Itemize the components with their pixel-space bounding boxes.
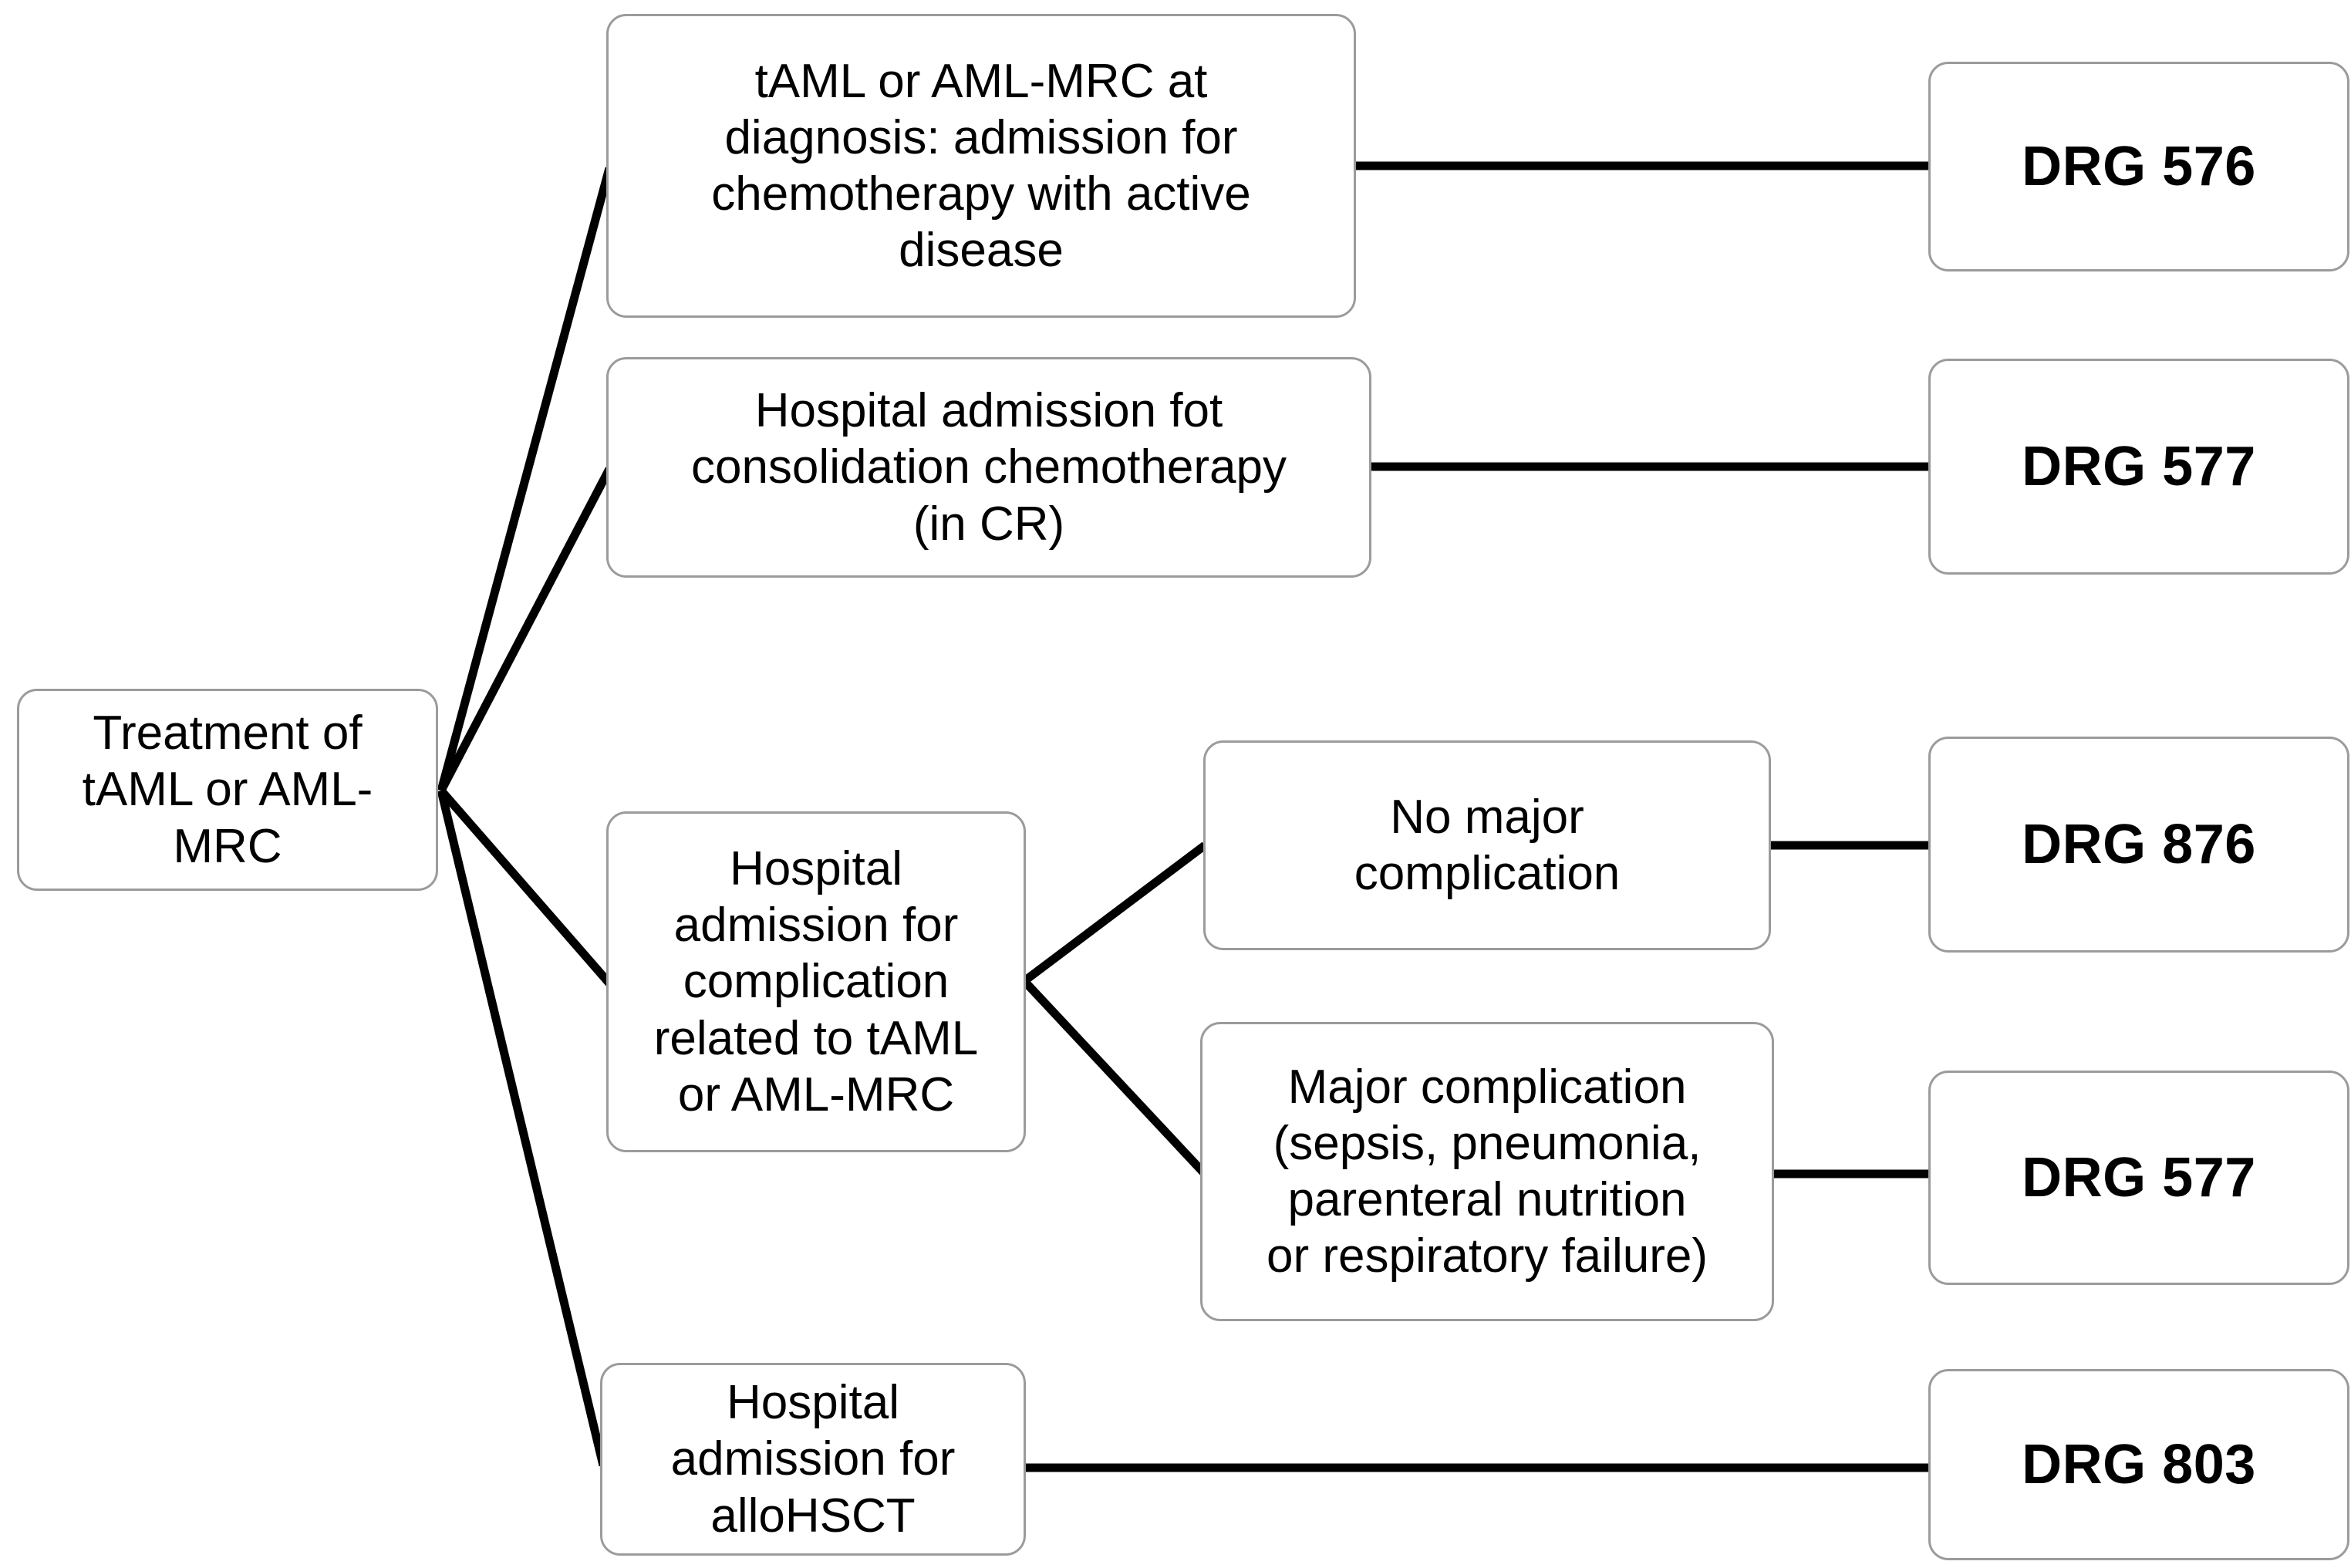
node-complication-admission[interactable]: Hospital admission for complication rela…	[606, 811, 1026, 1152]
node-drg-876[interactable]: DRG 876	[1928, 737, 2349, 953]
node-drg-576-label: DRG 576	[2022, 135, 2256, 197]
node-major-complication-label: Major complication (sepsis, pneumonia, p…	[1267, 1060, 1708, 1283]
node-root-treatment-label: Treatment of tAML or AML- MRC	[82, 706, 373, 873]
node-root-treatment[interactable]: Treatment of tAML or AML- MRC	[17, 689, 438, 891]
node-major-complication[interactable]: Major complication (sepsis, pneumonia, p…	[1200, 1022, 1774, 1321]
connector-root-to-allohsct	[437, 789, 608, 1467]
node-allohsct-admission[interactable]: Hospital admission for alloHSCT	[600, 1363, 1026, 1556]
node-drg-803-label: DRG 803	[2022, 1433, 2256, 1496]
node-drg-577-major-label: DRG 577	[2022, 1146, 2256, 1209]
node-drg-577-consolidation[interactable]: DRG 577	[1928, 359, 2349, 575]
node-drg-577-major[interactable]: DRG 577	[1928, 1071, 2349, 1285]
node-consolidation-admission[interactable]: Hospital admission fot consolidation che…	[606, 357, 1371, 578]
node-diagnosis-admission-label: tAML or AML-MRC at diagnosis: admission …	[711, 54, 1251, 278]
node-no-major-complication-label: No major complication	[1354, 790, 1621, 900]
node-drg-803[interactable]: DRG 803	[1928, 1369, 2349, 1560]
node-allohsct-admission-label: Hospital admission for alloHSCT	[670, 1376, 956, 1543]
connector-root-to-diagnosis	[437, 167, 614, 792]
node-drg-577-consolidation-label: DRG 577	[2022, 435, 2256, 497]
node-drg-576[interactable]: DRG 576	[1928, 62, 2349, 271]
node-complication-admission-label: Hospital admission for complication rela…	[653, 842, 979, 1121]
node-diagnosis-admission[interactable]: tAML or AML-MRC at diagnosis: admission …	[606, 14, 1356, 318]
node-consolidation-admission-label: Hospital admission fot consolidation che…	[690, 384, 1287, 551]
node-drg-876-label: DRG 876	[2022, 813, 2256, 875]
node-no-major-complication[interactable]: No major complication	[1203, 740, 1771, 950]
connector-complication-to-major	[1020, 978, 1207, 1175]
connector-root-to-consolidation	[437, 467, 613, 793]
connector-root-to-complication	[437, 787, 613, 986]
connector-complication-to-no-major	[1021, 841, 1208, 985]
